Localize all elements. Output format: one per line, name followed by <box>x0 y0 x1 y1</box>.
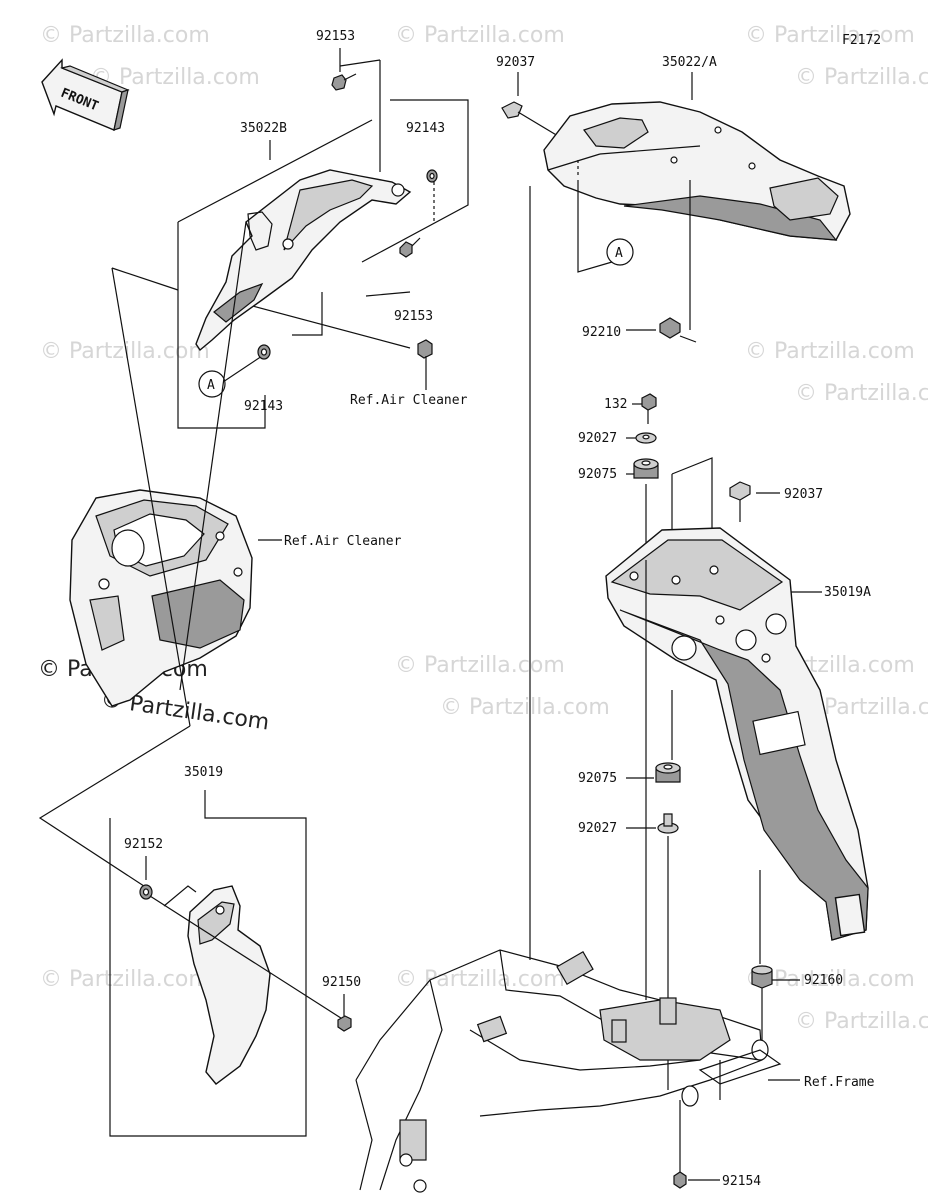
reference-a-marker-left: A <box>198 370 226 398</box>
part-number-92037: 92037 <box>784 487 823 502</box>
reference-a-marker-right: A <box>606 238 634 266</box>
watermark: © Partzilla.com <box>795 1009 928 1034</box>
frame <box>355 949 782 1193</box>
rear-fender <box>605 527 869 941</box>
washer-icon <box>139 884 153 900</box>
part-number-92143: 92143 <box>406 121 445 136</box>
part-number-35019A: 35019A <box>824 585 871 600</box>
guard-plate <box>187 885 271 1085</box>
collar-icon <box>657 813 679 834</box>
inner-fender-group <box>111 59 469 429</box>
air-cleaner-box <box>69 489 253 707</box>
part-number-132: 132 <box>604 397 627 412</box>
watermark: © Partzilla.com <box>40 23 210 48</box>
part-number-92154: 92154 <box>722 1174 761 1189</box>
watermark: © Partzilla.com <box>745 23 915 48</box>
part-number-92027: 92027 <box>578 431 617 446</box>
watermark: © Partzilla.com <box>795 381 928 406</box>
clip-icon <box>729 481 751 522</box>
bolt-icon <box>399 237 421 258</box>
ref-frame-label: Ref.Frame <box>804 1075 875 1090</box>
rear-fender-cover <box>543 101 851 241</box>
ref-air-cleaner-label: Ref.Air Cleaner <box>284 534 402 549</box>
part-number-92153: 92153 <box>316 29 355 44</box>
part-number-92075: 92075 <box>578 771 617 786</box>
watermark: © Partzilla.com <box>395 967 565 992</box>
figure-code: F2172 <box>842 33 881 48</box>
watermark: © Partzilla.com <box>395 653 565 678</box>
bolt-icon <box>673 1144 687 1189</box>
grommet-icon <box>417 339 433 359</box>
washer-icon <box>426 169 438 183</box>
watermarks: © Partzilla.com © Partzilla.com © Partzi… <box>40 23 928 1034</box>
bolt-icon <box>331 73 357 91</box>
part-number-92160: 92160 <box>804 973 843 988</box>
watermark: © Partzilla.com <box>395 23 565 48</box>
bolt-icon <box>641 393 657 424</box>
clip-nut-icon <box>659 317 681 339</box>
damper-icon <box>633 458 659 479</box>
bolt-icon <box>337 1015 352 1032</box>
clip-icon <box>501 101 559 137</box>
part-number-92210: 92210 <box>582 325 621 340</box>
watermark: © Partzilla.com <box>440 695 610 720</box>
svg-text:A: A <box>207 378 215 393</box>
part-number-92143: 92143 <box>244 399 283 414</box>
part-number-92037: 92037 <box>496 55 535 70</box>
damper-icon <box>655 762 681 783</box>
collar-icon <box>635 432 657 444</box>
washer-icon <box>257 344 271 360</box>
part-number-92153: 92153 <box>394 309 433 324</box>
watermark: © Partzilla.com <box>745 339 915 364</box>
part-number-92152: 92152 <box>124 837 163 852</box>
svg-text:A: A <box>615 246 623 261</box>
part-number-92150: 92150 <box>322 975 361 990</box>
ref-air-cleaner-label: Ref.Air Cleaner <box>350 393 468 408</box>
part-number-35022A: 35022/A <box>662 55 717 70</box>
nut-icon <box>751 965 773 989</box>
watermark: © Partzilla.com <box>40 967 210 992</box>
part-number-92027: 92027 <box>578 821 617 836</box>
watermark: © Partzilla.com <box>795 65 928 90</box>
front-arrow-icon: FRONT <box>41 58 130 131</box>
part-number-92075: 92075 <box>578 467 617 482</box>
part-number-35022B: 35022B <box>240 121 287 136</box>
part-number-35019: 35019 <box>184 765 223 780</box>
